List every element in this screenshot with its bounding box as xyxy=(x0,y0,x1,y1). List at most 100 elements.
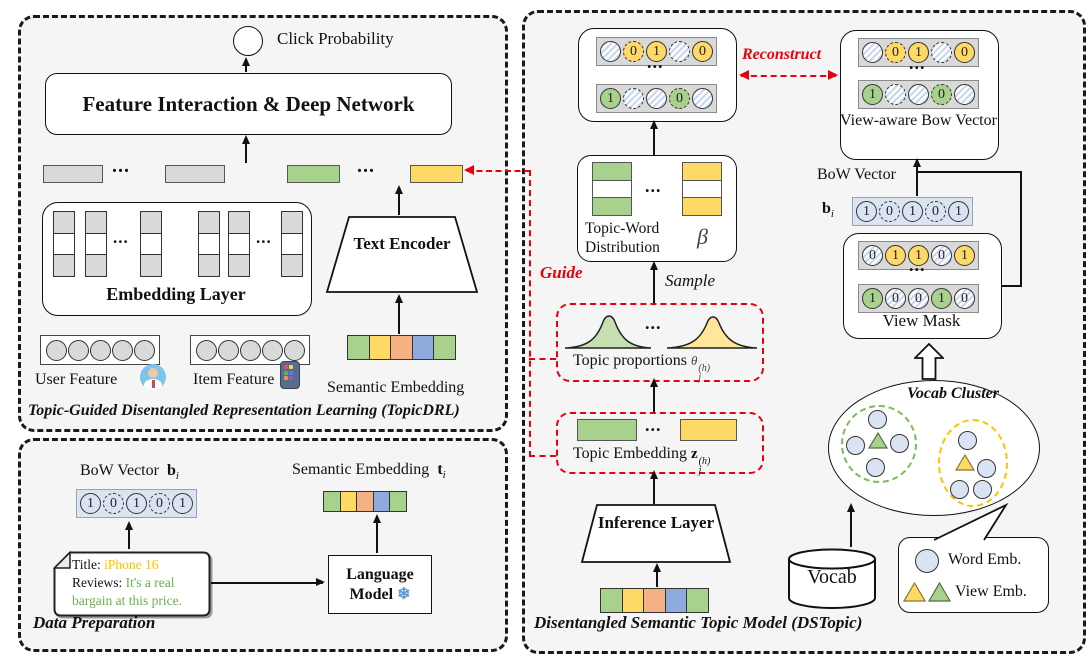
embedding-dots-2: ... xyxy=(256,228,272,247)
line-mask-elbow-side xyxy=(1020,171,1022,287)
cell-gray xyxy=(85,254,107,277)
arrow-tw-to-recon xyxy=(650,120,658,155)
vector-entry xyxy=(931,42,952,63)
inference-layer-label: Inference Layer xyxy=(597,513,715,532)
vector-entry: 0 xyxy=(669,88,690,109)
dstopic-caption: Disentangled Semantic Topic Model (DSTop… xyxy=(534,613,863,632)
vector-entry: 0 xyxy=(862,245,883,266)
cell-gray xyxy=(140,254,162,277)
topic-embedding-yellow xyxy=(680,419,737,441)
topic-embedding-slot-yellow xyxy=(410,165,463,183)
topic-word-dots: ... xyxy=(645,176,662,196)
click-probability-node xyxy=(233,26,263,56)
snowflake-icon: ❄ xyxy=(397,585,411,603)
cell-white xyxy=(198,232,220,256)
reconstruct-arrow xyxy=(739,70,838,81)
cell-yellow xyxy=(682,162,722,181)
vector-entry: 0 xyxy=(931,84,952,105)
green-view-cluster xyxy=(841,405,917,483)
vector-entry xyxy=(885,84,906,105)
cell-white xyxy=(281,232,303,256)
vector-entry: 1 xyxy=(948,201,969,222)
reconstruct-label: Reconstruct xyxy=(742,46,822,63)
cell-white xyxy=(85,232,107,256)
cell-yellow xyxy=(339,491,358,512)
user-embedding-slot xyxy=(43,165,103,183)
vector-entry: 0 xyxy=(692,41,713,62)
embedding-column xyxy=(281,211,303,277)
vector-entry: 0 xyxy=(925,201,946,222)
cell-green xyxy=(433,335,456,360)
vector-entry xyxy=(669,41,690,62)
word-embedding-dot xyxy=(868,410,887,429)
arrow-embrow-to-network xyxy=(242,135,250,163)
vector-entry: 0 xyxy=(954,288,975,309)
semantic-embedding-ti-vector xyxy=(323,491,407,512)
legend-pointer xyxy=(928,501,1012,541)
vector-entry: 0 xyxy=(954,42,975,63)
vector-entry xyxy=(623,88,644,109)
view-mask-label: View Mask xyxy=(882,311,961,330)
vector-entry xyxy=(646,88,667,109)
word-embedding-dot xyxy=(866,458,885,477)
inference-layer-shape xyxy=(580,504,732,564)
cell-gray xyxy=(228,211,250,234)
cell-green xyxy=(347,335,370,360)
arrow-embedding-to-proportions xyxy=(650,378,658,412)
reconstructed-dots: ... xyxy=(647,52,664,72)
cell-green xyxy=(600,588,623,613)
vector-entry: 1 xyxy=(856,201,877,222)
word-embedding-dot xyxy=(950,480,969,499)
vector-entry: 0 xyxy=(879,201,900,222)
arrow-vocab-to-cluster xyxy=(847,503,855,547)
guide-arrow-to-slot xyxy=(464,165,530,176)
cell-gray xyxy=(140,211,162,234)
topic-embedding-dots: ... xyxy=(645,415,662,435)
cell-gray xyxy=(85,211,107,234)
bow-vector-right-label: BoW Vector xyxy=(817,166,896,183)
cell-blue xyxy=(411,335,435,360)
embedding-column xyxy=(53,211,75,277)
vector-entry: 1 xyxy=(646,41,667,62)
vector-entry: 0 xyxy=(103,493,124,514)
cell-gray xyxy=(281,254,303,277)
guide-stub-embedding xyxy=(529,455,556,457)
cell-green xyxy=(592,197,632,216)
guide-label: Guide xyxy=(540,263,583,282)
cell-gray xyxy=(53,254,75,277)
semantic-embedding-vector xyxy=(347,335,456,360)
vector-entry xyxy=(692,88,713,109)
product-note-text: Title: iPhone 16 Reviews: It's a real ba… xyxy=(72,557,182,608)
green-bell-curve xyxy=(564,309,652,351)
item-embedding-slot xyxy=(165,165,225,183)
word-emb-legend-label: Word Emb. xyxy=(948,551,1022,568)
embedding-column xyxy=(85,211,107,277)
cell-gray xyxy=(281,211,303,234)
vocab-cluster-label: Vocab Cluster xyxy=(906,385,999,402)
vector-entry: 1 xyxy=(931,288,952,309)
arrow-encoder-to-slot xyxy=(395,185,403,215)
word-emb-legend-icon xyxy=(915,549,939,573)
dataprep-caption: Data Preparation xyxy=(33,613,156,632)
cell-yellow xyxy=(621,588,645,613)
arrow-inference-to-embedding xyxy=(650,470,658,504)
sample-label: Sample xyxy=(665,271,716,290)
vocab-label: Vocab xyxy=(807,566,857,588)
vector-entry: 0 xyxy=(885,42,906,63)
word-embedding-dot xyxy=(846,436,865,455)
view-aware-label: View-aware Bow Vector xyxy=(840,112,997,129)
vector-entry: 1 xyxy=(862,84,883,105)
user-feature-vector xyxy=(40,335,160,365)
vector-entry: 0 xyxy=(885,288,906,309)
cell-gray xyxy=(198,254,220,277)
topic-word-stack-green xyxy=(592,162,632,216)
user-avatar-icon xyxy=(140,364,166,390)
cell-yellow xyxy=(682,197,722,216)
embedding-layer-label: Embedding Layer xyxy=(106,284,246,304)
row-dots-2: ... xyxy=(357,155,375,177)
vector-entry: 1 xyxy=(80,493,101,514)
view-emb-legend-label: View Emb. xyxy=(955,583,1027,600)
arrow-input-to-inference xyxy=(653,563,661,587)
